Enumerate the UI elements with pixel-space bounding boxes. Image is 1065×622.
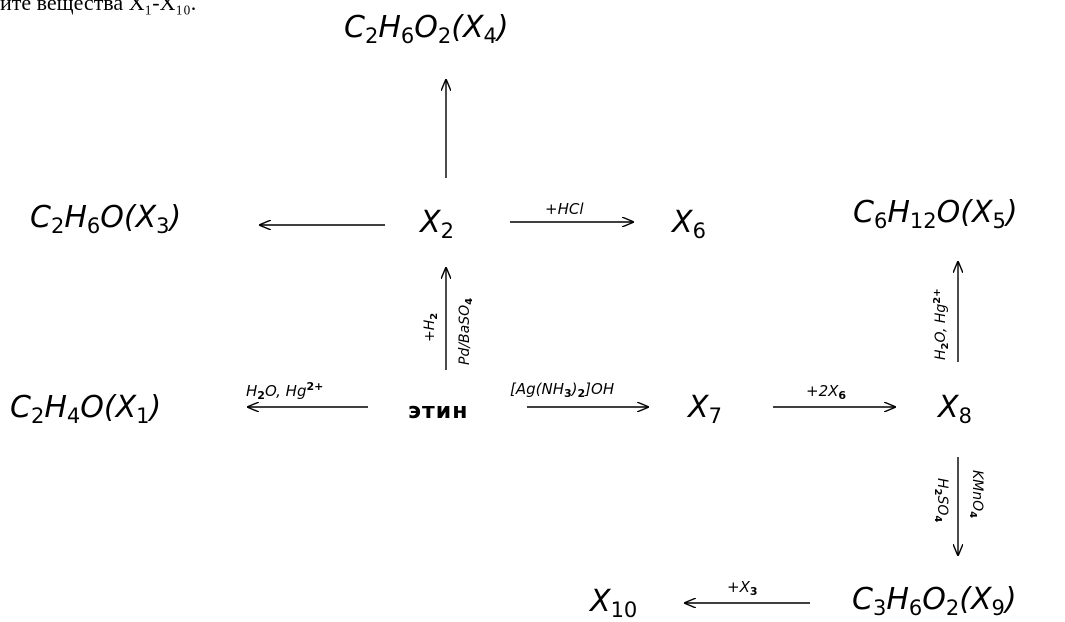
label-hydration-x5: H2O, Hg2+ bbox=[932, 288, 951, 360]
node-x10: X10 bbox=[590, 584, 638, 622]
label-h2so4: H2SO4 bbox=[932, 478, 950, 523]
label-two-x6: +2X6 bbox=[806, 382, 847, 402]
label-pd-baso4: Pd/BaSO4 bbox=[457, 297, 475, 365]
label-plus-h2: +H2 bbox=[422, 312, 440, 342]
label-tollens: [Ag(NH3)2]OH bbox=[510, 380, 615, 400]
node-x4: C2H6O2(X4) bbox=[344, 10, 509, 48]
label-kmno4: KMnO4 bbox=[967, 470, 985, 519]
label-hcl: +HCl bbox=[545, 200, 584, 218]
node-ethyne: этин bbox=[408, 399, 469, 424]
node-x8: X8 bbox=[938, 390, 972, 428]
node-x7: X7 bbox=[688, 390, 722, 428]
header-text: ите вещества X₁-X₁₀. bbox=[0, 0, 197, 15]
node-x6: X6 bbox=[672, 205, 706, 243]
label-hydration-x1: H2O, Hg2+ bbox=[246, 380, 324, 402]
node-x9: C3H6O2(X9) bbox=[852, 582, 1017, 620]
node-x1: C2H4O(X1) bbox=[10, 390, 162, 428]
node-x2: X2 bbox=[420, 205, 454, 243]
node-x3: C2H6O(X3) bbox=[30, 200, 182, 238]
label-plus-x3: +X3 bbox=[727, 578, 758, 598]
node-x5: C6H12O(X5) bbox=[853, 195, 1018, 233]
